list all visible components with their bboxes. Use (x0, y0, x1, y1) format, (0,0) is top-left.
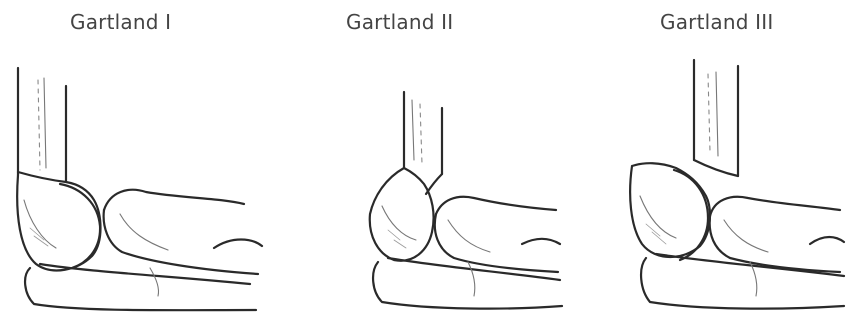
gartland-3-elbow-drawing (590, 0, 848, 322)
gartland-1-elbow-drawing (0, 0, 290, 322)
gartland-1-panel: Gartland I (0, 0, 290, 322)
gartland-3-panel: Gartland III (590, 0, 848, 322)
gartland-2-panel: Gartland II (290, 0, 590, 322)
gartland-2-elbow-drawing (290, 0, 590, 322)
